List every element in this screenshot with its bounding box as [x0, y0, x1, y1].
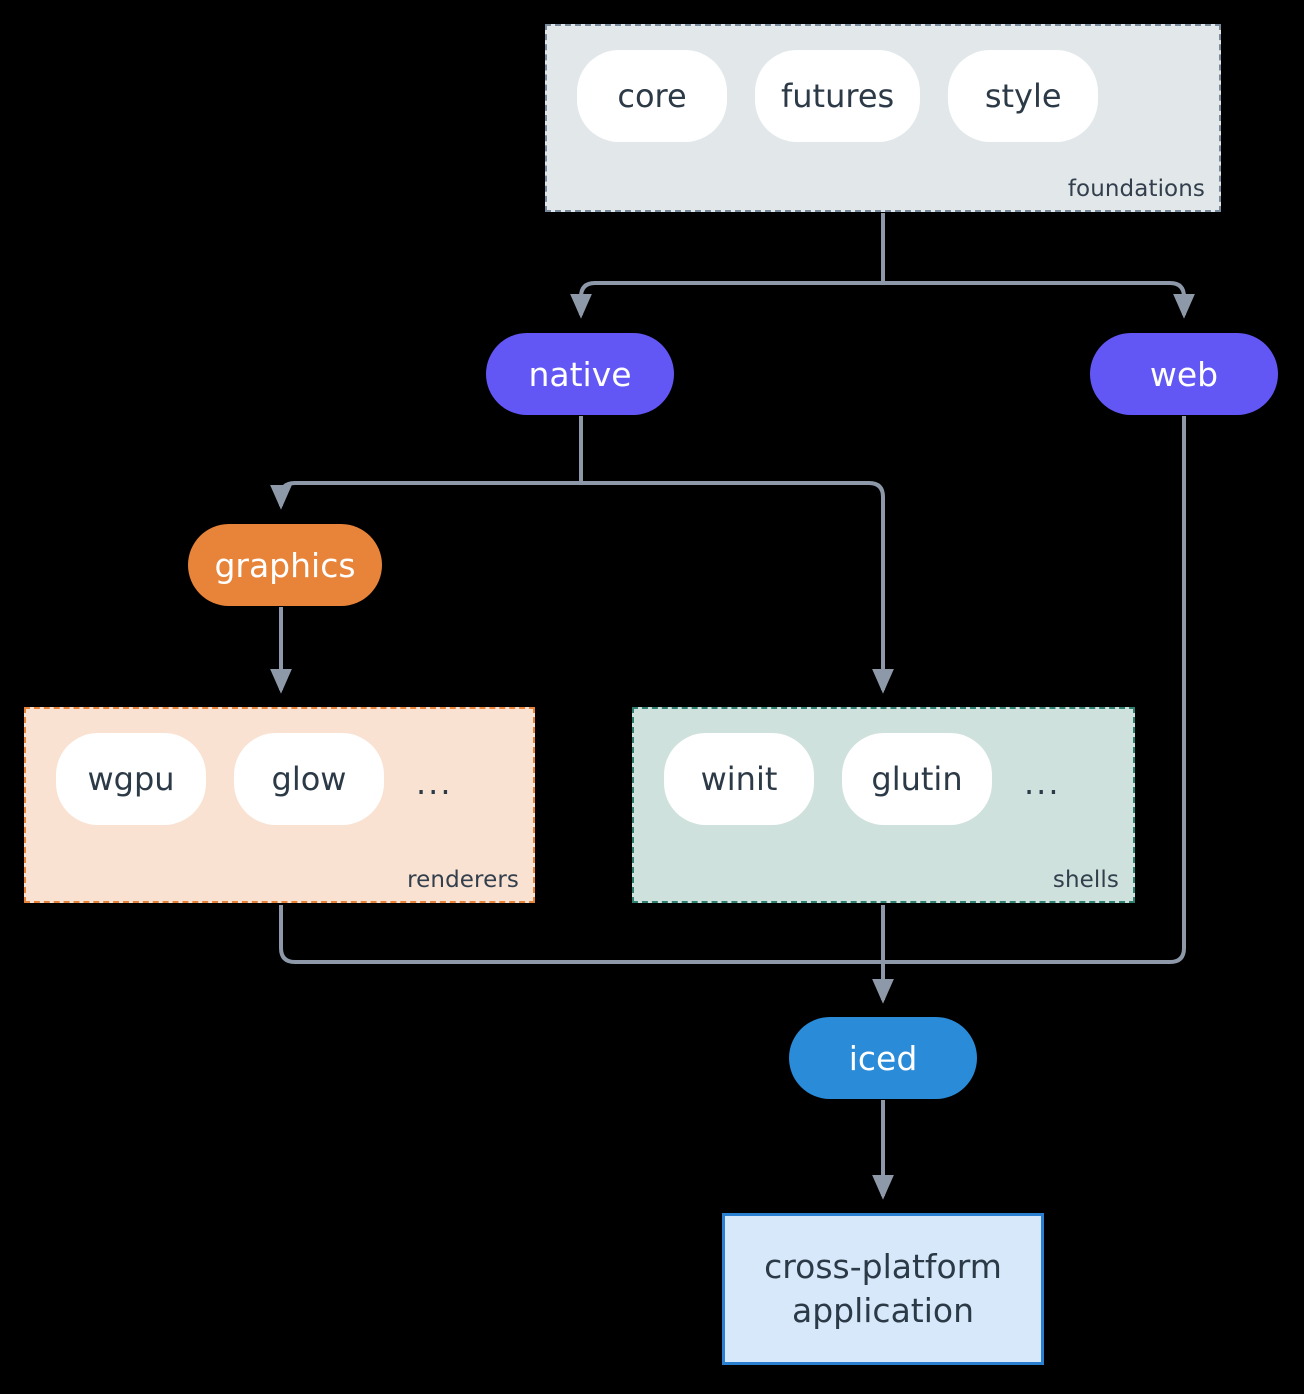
cluster-label-renderers: renderers	[407, 867, 519, 893]
node-web[interactable]: web	[1090, 333, 1278, 415]
leaf-futures[interactable]: futures	[755, 50, 921, 142]
cluster-renderers: wgpu glow ... renderers	[24, 707, 535, 903]
leaf-wgpu[interactable]: wgpu	[56, 733, 206, 825]
node-native[interactable]: native	[486, 333, 674, 415]
foundations-pill-row: core futures style	[547, 50, 1219, 142]
edge-native-to-graphics	[270, 481, 581, 510]
leaf-core[interactable]: core	[577, 50, 727, 142]
application-line-2: application	[791, 1291, 975, 1330]
cluster-shells: winit glutin ... shells	[632, 707, 1135, 903]
leaf-style[interactable]: style	[948, 50, 1099, 142]
cluster-label-foundations: foundations	[1067, 176, 1205, 202]
cluster-foundations: core futures style foundations	[545, 24, 1221, 212]
renderers-overflow-ellipsis: ...	[416, 764, 453, 802]
node-graphics[interactable]: graphics	[188, 524, 382, 606]
edge-renderers-to-iced	[279, 905, 883, 964]
leaf-glow[interactable]: glow	[234, 733, 384, 825]
node-iced[interactable]: iced	[789, 1017, 977, 1099]
renderers-pill-row: wgpu glow ...	[26, 733, 533, 825]
application-line-1: cross-platform	[764, 1247, 1002, 1287]
shells-overflow-ellipsis: ...	[1024, 764, 1061, 802]
node-application[interactable]: cross-platform application	[722, 1213, 1044, 1365]
shells-pill-row: winit glutin ...	[634, 733, 1133, 825]
leaf-winit[interactable]: winit	[664, 733, 814, 825]
leaf-glutin[interactable]: glutin	[842, 733, 992, 825]
edge-native-to-shells	[581, 481, 894, 694]
cluster-label-shells: shells	[1052, 867, 1119, 893]
edge-foundations-to-web	[883, 281, 1195, 319]
edge-foundations-to-native	[570, 281, 883, 319]
